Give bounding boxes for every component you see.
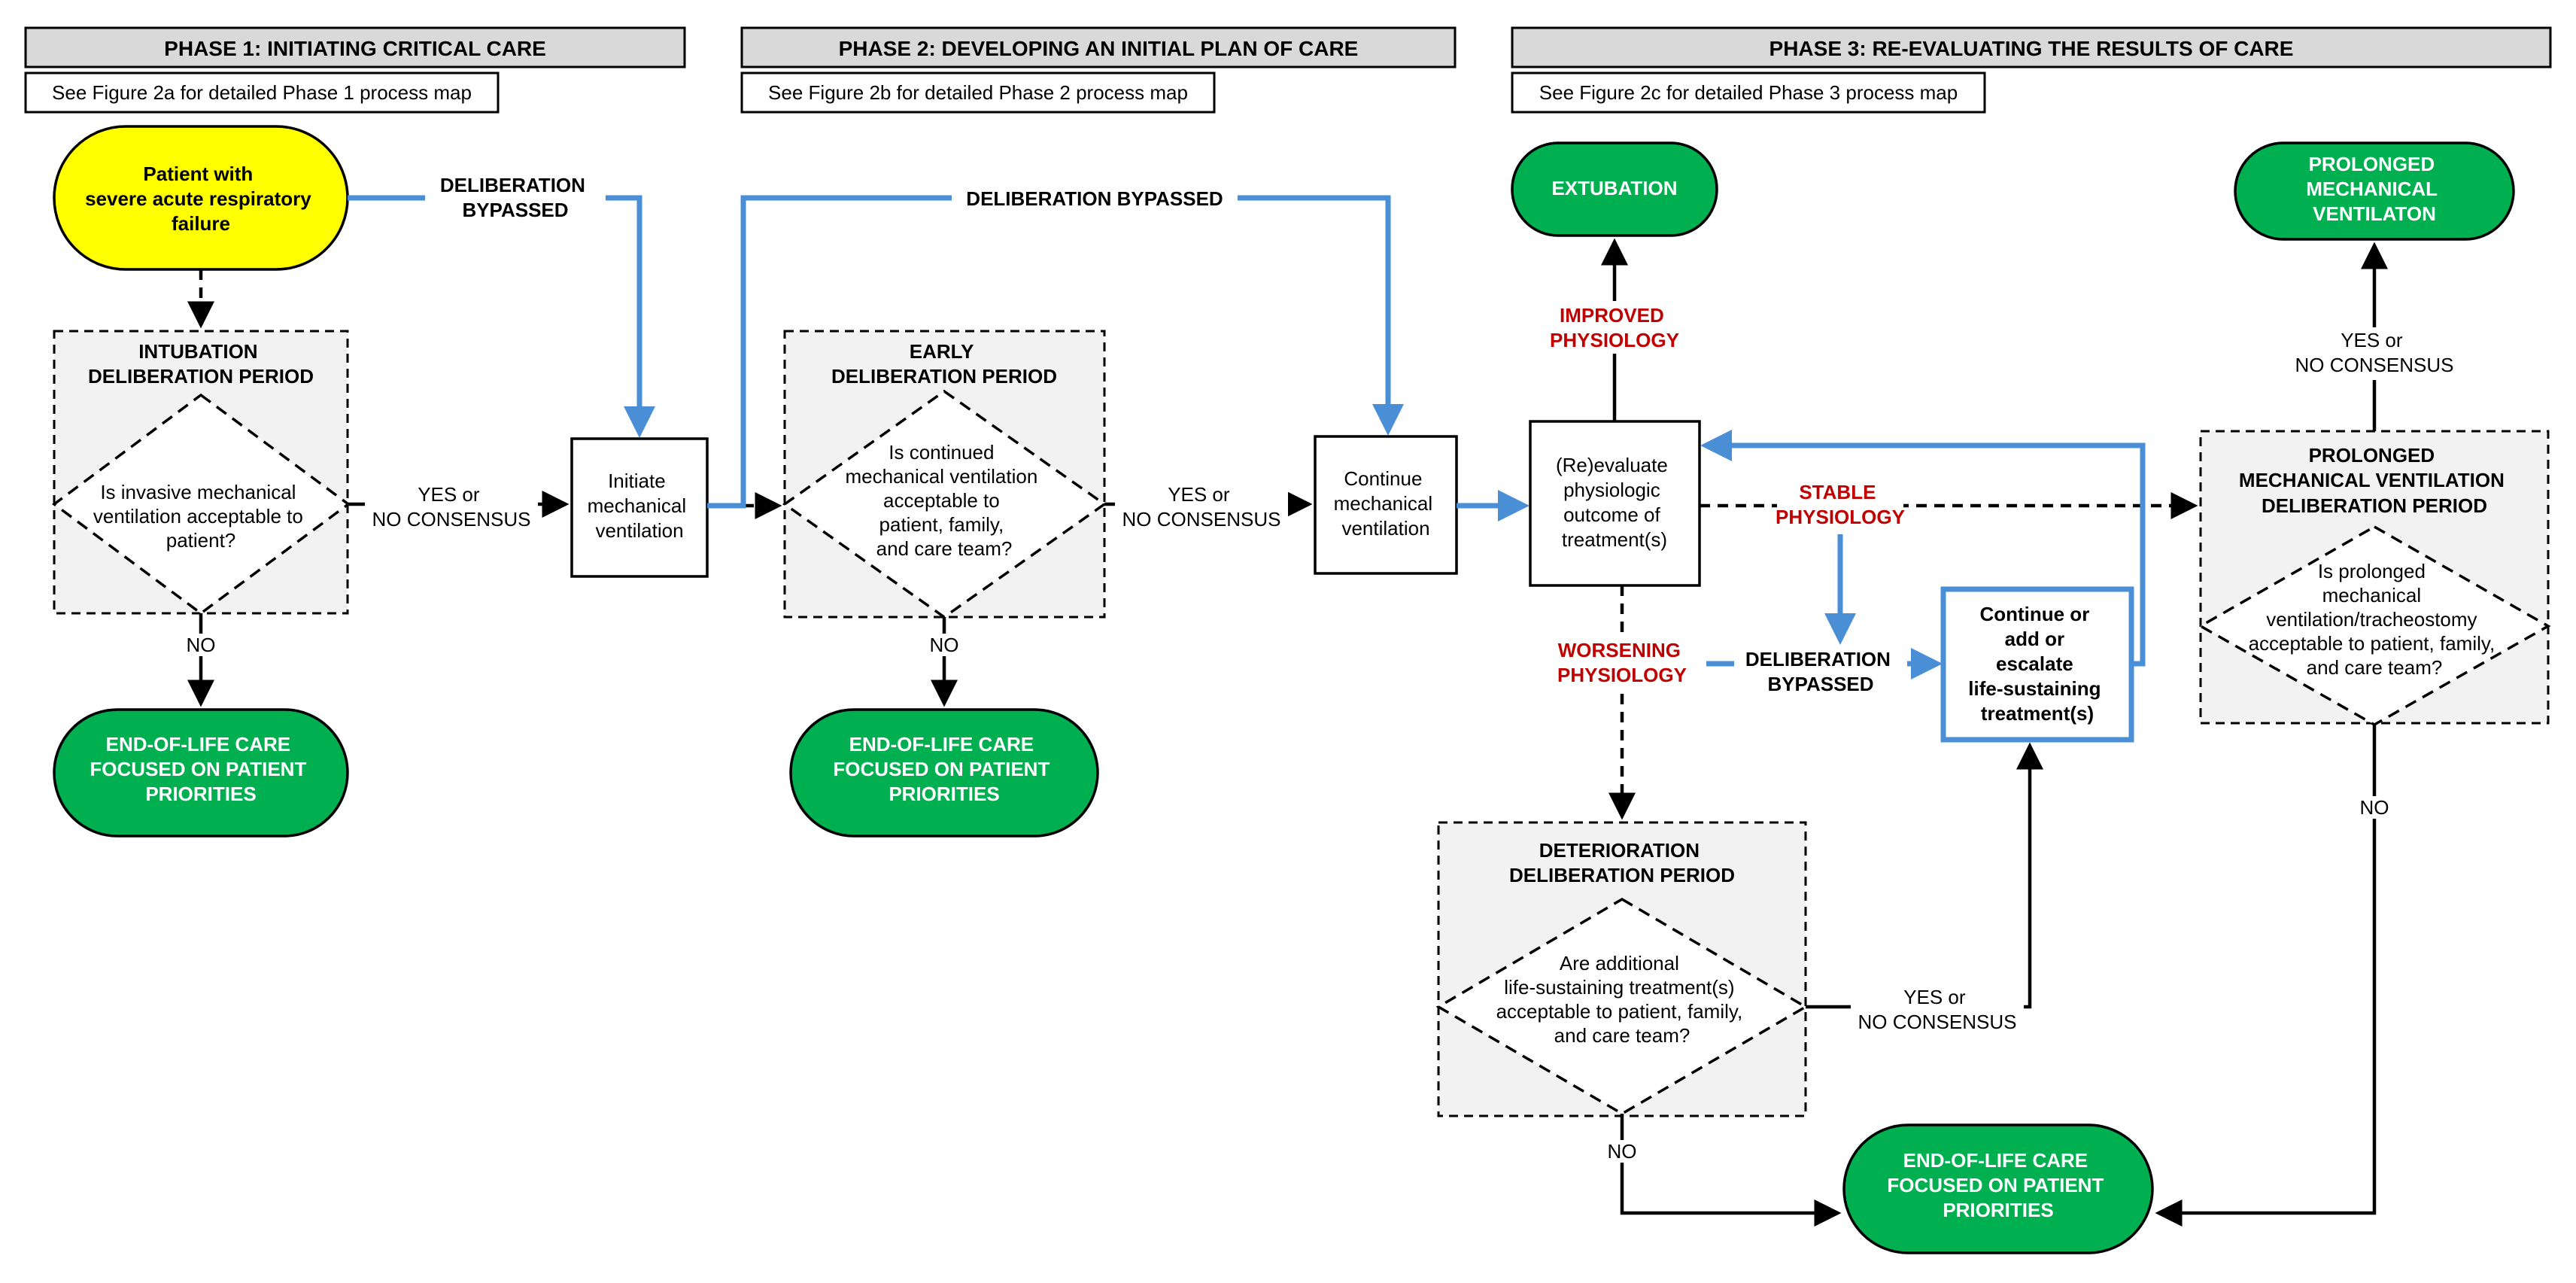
yes-label-3-bg [1851, 984, 2024, 1037]
extubation-terminal [1511, 141, 1718, 237]
reevaluate-box [1529, 420, 1701, 587]
yes-label-1-bg [365, 482, 538, 534]
phase-2-header: PHASE 2: DEVELOPING AN INITIAL PLAN OF C… [740, 26, 1457, 68]
no-label-1-bg [184, 634, 217, 656]
arrow-escalate-to-reevaluate [1700, 430, 2146, 667]
no-label-4-bg [2358, 796, 2391, 819]
bypass-arrow-1 [348, 195, 655, 438]
extubation-terminal-text: EXTUBATION [1551, 177, 1677, 199]
continue-ventilation-box [1314, 435, 1458, 575]
yes-consensus-label-3: YES or NO CONSENSUS [1858, 986, 2017, 1033]
improved-label-bg [1550, 301, 1679, 354]
phase-1-note: See Figure 2a for detailed Phase 1 proce… [24, 71, 500, 114]
improved-physiology-label: IMPROVED PHYSIOLOGY [1550, 304, 1679, 351]
bypass-label-2-bg [952, 187, 1238, 211]
no-label-3: NO [1608, 1140, 1637, 1163]
yes-consensus-label-4: YES or NO CONSENSUS [2295, 329, 2454, 376]
stable-label-bg [1777, 482, 1903, 534]
bypass-label-3: DELIBERATION BYPASSED [1745, 648, 1896, 695]
intubation-question: Is invasive mechanical ventilation accep… [93, 481, 308, 552]
phase-1-note-text: See Figure 2a for detailed Phase 1 proce… [52, 81, 472, 104]
no-label-1: NO [187, 634, 216, 656]
prolonged-ventilation-terminal [2234, 141, 2515, 241]
phase-1-title: PHASE 1: INITIATING CRITICAL CARE [164, 37, 546, 60]
start-terminal-text: Patient with severe acute respiratory fa… [85, 163, 317, 235]
bypass-arrow-2 [707, 195, 1404, 509]
prolonged-question: Is prolonged mechanical ventilation/trac… [2249, 560, 2501, 679]
phase-3-header: PHASE 3: RE-EVALUATING THE RESULTS OF CA… [1511, 26, 2552, 68]
eol-terminal-phase-1 [53, 708, 349, 838]
eol-terminal-phase-2 [789, 708, 1099, 838]
bypass-label-2: DELIBERATION BYPASSED [966, 187, 1223, 210]
bypass-label-1: DELIBERATION BYPASSED [440, 174, 591, 221]
deterioration-question: Are additional life-sustaining treatment… [1496, 952, 1748, 1047]
worsening-physiology-label: WORSENING PHYSIOLOGY [1557, 639, 1687, 686]
deterioration-decision-diamond [1435, 897, 1809, 1116]
stable-physiology-label: STABLE PHYSIOLOGY [1776, 481, 1905, 528]
phase-2-note-text: See Figure 2b for detailed Phase 2 proce… [768, 81, 1188, 104]
continue-escalate-text: Continue or add or escalate life-sustain… [1968, 603, 2106, 725]
reevaluate-text: (Re)evaluate physiologic outcome of trea… [1556, 454, 1673, 551]
phase-2-note: See Figure 2b for detailed Phase 2 proce… [740, 71, 1216, 114]
prolonged-ventilation-terminal-text: PROLONGED MECHANICAL VENTILATON [2306, 153, 2443, 225]
bypass-label-3-bg [1734, 646, 1907, 698]
intubation-decision-diamond [52, 393, 351, 616]
phase-2-title: PHASE 2: DEVELOPING AN INITIAL PLAN OF C… [839, 37, 1359, 60]
eol-terminal-phase-3-text: END-OF-LIFE CARE FOCUSED ON PATIENT PRIO… [1887, 1149, 2109, 1221]
phase-3-note-text: See Figure 2c for detailed Phase 3 proce… [1539, 81, 1958, 104]
no-label-2-bg [928, 634, 961, 656]
yes-consensus-label-2: YES or NO CONSENSUS [1122, 483, 1281, 531]
yes-consensus-label-1: YES or NO CONSENSUS [372, 483, 531, 531]
eol-terminal-phase-1-text: END-OF-LIFE CARE FOCUSED ON PATIENT PRIO… [90, 733, 311, 805]
worsening-label-bg [1547, 638, 1697, 691]
early-deliberation-title: EARLY DELIBERATION PERIOD [831, 340, 1057, 388]
no-label-3-bg [1605, 1140, 1639, 1163]
continue-ventilation-text: Continue mechanical ventilation [1334, 467, 1438, 540]
early-question: Is continued mechanical ventilation acce… [845, 441, 1043, 560]
initiate-ventilation-box [570, 437, 709, 578]
arrow-prolonged-no [2155, 725, 2377, 1227]
eol-terminal-phase-3 [1842, 1123, 2154, 1254]
initiate-ventilation-text: Initiate mechanical ventilation [588, 470, 692, 542]
deterioration-deliberation-title: DETERIORATION DELIBERATION PERIOD [1509, 839, 1735, 886]
no-label-4: NO [2360, 796, 2389, 819]
arrow-deterioration-no [1620, 1114, 1842, 1227]
prolonged-deliberation-title: PROLONGED MECHANICAL VENTILATION DELIBER… [2239, 444, 2510, 517]
phase-3-title: PHASE 3: RE-EVALUATING THE RESULTS OF CA… [1769, 37, 2294, 60]
phase-1-header: PHASE 1: INITIATING CRITICAL CARE [24, 26, 686, 68]
no-label-2: NO [930, 634, 959, 656]
bypass-label-1-bg [425, 172, 606, 226]
phase-3-note: See Figure 2c for detailed Phase 3 proce… [1511, 71, 1986, 114]
intubation-deliberation-title: INTUBATION DELIBERATION PERIOD [88, 340, 314, 388]
yes-label-2-bg [1115, 482, 1288, 534]
eol-terminal-phase-2-text: END-OF-LIFE CARE FOCUSED ON PATIENT PRIO… [833, 733, 1055, 805]
arrow-deterioration-yes [1806, 742, 2043, 1009]
yes-label-4-bg [2287, 327, 2462, 380]
